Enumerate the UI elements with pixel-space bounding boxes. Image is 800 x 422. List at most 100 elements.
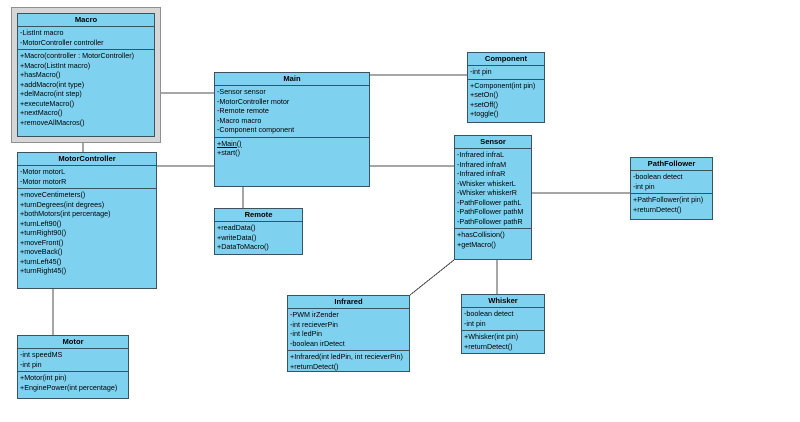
- method-row: +returnDetect(): [290, 361, 339, 371]
- attribute-row: -PathFollower pathL: [457, 197, 522, 207]
- class-pathfollower[interactable]: PathFollower-boolean detect-int pin+Path…: [630, 157, 713, 220]
- method-row: +removeAllMacros(): [20, 117, 85, 127]
- class-title: MotorController: [18, 153, 156, 166]
- attribute-row: -boolean irDetect: [290, 338, 345, 348]
- attribute-row: -int pin: [20, 359, 42, 369]
- method-row: +DataToMacro(): [217, 242, 269, 251]
- attributes-compartment: -Sensor sensor-MotorController motor-Rem…: [215, 86, 369, 138]
- methods-compartment: +moveCentimeters()+turnDegrees(int degre…: [18, 189, 156, 288]
- class-title: Infrared: [288, 296, 409, 309]
- method-row: +moveBack(): [20, 247, 63, 256]
- method-row: +Motor(int pin): [20, 373, 67, 382]
- attributes-compartment: -boolean detect-int pin: [631, 171, 712, 194]
- method-row: +getMacro(): [457, 239, 496, 249]
- method-row: +bothMotors(int percentage): [20, 209, 111, 218]
- class-title: Motor: [18, 336, 128, 349]
- attribute-row: -boolean detect: [633, 172, 683, 181]
- method-row: +Component(int pin): [470, 80, 536, 90]
- method-row: +turnDegrees(int degrees): [20, 199, 105, 209]
- attribute-row: -int pin: [464, 318, 486, 328]
- attribute-row: -PathFollower pathR: [457, 216, 523, 226]
- method-row: +EnginePower(int percentage): [20, 382, 118, 392]
- method-row: +returnDetect(): [464, 341, 513, 351]
- class-infrared[interactable]: Infrared-PWM irZender-int recieverPin-in…: [287, 295, 410, 372]
- attribute-row: -Infrared infraM: [457, 159, 507, 169]
- attribute-row: -PWM irZender: [290, 310, 339, 319]
- method-row: +moveFront(): [20, 237, 64, 247]
- attributes-compartment: -int speedMS-int pin: [18, 349, 128, 372]
- method-row: +start(): [217, 148, 240, 157]
- class-whisker[interactable]: Whisker-boolean detect-int pin+Whisker(i…: [461, 294, 545, 354]
- attributes-compartment: -Infrared infraL-Infrared infraM-Infrare…: [455, 149, 531, 229]
- method-row: +Macro(controller : MotorController): [20, 51, 135, 60]
- method-row: +turnRight90(): [20, 228, 67, 237]
- attributes-compartment: -boolean detect-int pin: [462, 308, 544, 331]
- attribute-row: -int speedMS: [20, 350, 63, 359]
- attribute-row: -ListInt macro: [20, 28, 64, 37]
- method-row: +nextMacro(): [20, 108, 63, 117]
- methods-compartment: +Macro(controller : MotorController)+Mac…: [18, 50, 154, 136]
- method-row: +toggle(): [470, 109, 499, 118]
- attribute-row: -int pin: [470, 67, 492, 76]
- attribute-row: -int ledPin: [290, 329, 322, 338]
- attribute-row: -Remote remote: [217, 106, 269, 115]
- class-sensor[interactable]: Sensor-Infrared infraL-Infrared infraM-I…: [454, 135, 532, 260]
- methods-compartment: +PathFollower(int pin)+returnDetect(): [631, 194, 712, 219]
- methods-compartment: +Whisker(int pin)+returnDetect(): [462, 331, 544, 353]
- attribute-row: -MotorController controller: [20, 37, 104, 47]
- attribute-row: -Macro macro: [217, 115, 262, 125]
- methods-compartment: +hasCollision()+getMacro(): [455, 229, 531, 259]
- class-motor[interactable]: Motor-int speedMS-int pin+Motor(int pin)…: [17, 335, 129, 399]
- method-row: +setOff(): [470, 99, 499, 109]
- methods-compartment: +Component(int pin)+setOn()+setOff()+tog…: [468, 80, 544, 123]
- class-main[interactable]: Main-Sensor sensor-MotorController motor…: [214, 72, 370, 187]
- method-row: +turnRight45(): [20, 266, 67, 275]
- class-motorcontroller[interactable]: MotorController-Motor motorL-Motor motor…: [17, 152, 157, 289]
- attribute-row: -Component component: [217, 125, 295, 134]
- attributes-compartment: -PWM irZender-int recieverPin-int ledPin…: [288, 309, 409, 351]
- attributes-compartment: -int pin: [468, 66, 544, 80]
- class-title: Sensor: [455, 136, 531, 149]
- class-macro[interactable]: Macro-ListInt macro-MotorController cont…: [17, 13, 155, 137]
- class-title: Whisker: [462, 295, 544, 308]
- attribute-row: -Motor motorR: [20, 176, 67, 186]
- method-row: +moveCentimeters(): [20, 190, 86, 199]
- method-row: +returnDetect(): [633, 204, 682, 214]
- method-row: +addMacro(int type): [20, 79, 85, 89]
- method-row: +Main(): [217, 138, 242, 148]
- methods-compartment: +readData()+writeData()+DataToMacro(): [215, 222, 302, 254]
- method-row: +Whisker(int pin): [464, 332, 519, 341]
- method-row: +hasMacro(): [20, 70, 61, 79]
- method-row: +Infrared(int ledPin, int recieverPin): [290, 352, 403, 361]
- method-row: +setOn(): [470, 90, 499, 99]
- class-remote[interactable]: Remote+readData()+writeData()+DataToMacr…: [214, 208, 303, 255]
- class-title: Macro: [18, 14, 154, 27]
- method-row: +PathFollower(int pin): [633, 195, 704, 204]
- method-row: +executeMacro(): [20, 98, 75, 108]
- attribute-row: -Infrared infraR: [457, 169, 506, 178]
- attribute-row: -int recieverPin: [290, 319, 338, 329]
- attribute-row: -Motor motorL: [20, 167, 66, 176]
- attribute-row: -Whisker whiskerL: [457, 178, 516, 188]
- methods-compartment: +Infrared(int ledPin, int recieverPin)+r…: [288, 351, 409, 373]
- method-row: +Macro(ListInt macro): [20, 60, 91, 70]
- method-row: +writeData(): [217, 232, 257, 242]
- attribute-row: -MotorController motor: [217, 96, 290, 106]
- attribute-row: -Infrared infraL: [457, 150, 505, 159]
- method-row: +readData(): [217, 223, 256, 232]
- method-row: +turnLeft45(): [20, 256, 62, 266]
- class-title: Component: [468, 53, 544, 66]
- attribute-row: -PathFollower pathM: [457, 207, 524, 216]
- attributes-compartment: -Motor motorL-Motor motorR: [18, 166, 156, 189]
- methods-compartment: +Motor(int pin)+EnginePower(int percenta…: [18, 372, 128, 398]
- class-component[interactable]: Component-int pin+Component(int pin)+set…: [467, 52, 545, 123]
- attributes-compartment: -ListInt macro-MotorController controlle…: [18, 27, 154, 50]
- class-title: Main: [215, 73, 369, 86]
- connector-sensor-infrared[interactable]: [409, 259, 455, 296]
- attribute-row: -Whisker whiskerR: [457, 188, 517, 197]
- methods-compartment: +Main()+start(): [215, 138, 369, 187]
- method-row: +delMacro(int step): [20, 89, 82, 98]
- class-title: PathFollower: [631, 158, 712, 171]
- class-title: Remote: [215, 209, 302, 222]
